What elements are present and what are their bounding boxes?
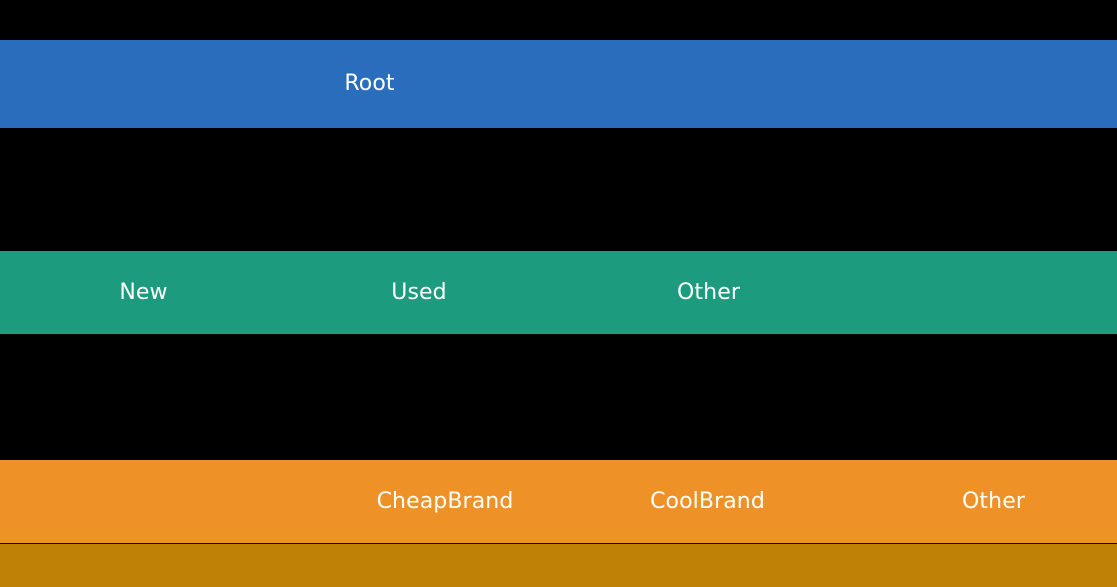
icicle-node[interactable] xyxy=(809,251,1117,334)
icicle-node[interactable] xyxy=(545,460,608,543)
icicle-node-new[interactable]: New xyxy=(44,251,243,334)
icicle-node[interactable] xyxy=(0,40,318,128)
icicle-node[interactable] xyxy=(243,251,318,334)
icicle-node[interactable] xyxy=(0,251,44,334)
icicle-node[interactable] xyxy=(0,460,345,543)
icicle-node-label: Other xyxy=(962,488,1025,514)
icicle-node[interactable] xyxy=(520,40,1117,128)
icicle-level-0: Root xyxy=(0,40,1117,128)
icicle-node-label: New xyxy=(119,279,168,305)
icicle-node-label: Other xyxy=(677,279,740,305)
icicle-level-1: New Used Other xyxy=(0,251,1117,334)
icicle-node-coolbrand[interactable]: CoolBrand xyxy=(608,460,807,543)
icicle-node-other[interactable]: Other xyxy=(870,460,1117,543)
icicle-node-used[interactable]: Used xyxy=(318,251,520,334)
icicle-level-3 xyxy=(0,544,1117,587)
icicle-node-cheapbrand[interactable]: CheapBrand xyxy=(345,460,545,543)
icicle-node[interactable] xyxy=(0,544,1117,587)
icicle-node[interactable] xyxy=(421,40,520,128)
icicle-node-label: Root xyxy=(344,71,395,96)
icicle-node[interactable] xyxy=(807,460,870,543)
icicle-node[interactable] xyxy=(520,251,608,334)
icicle-node-root[interactable]: Root xyxy=(318,40,421,128)
icicle-node-label: CheapBrand xyxy=(376,488,514,514)
icicle-node-label: Used xyxy=(391,279,447,305)
icicle-node-label: CoolBrand xyxy=(650,488,765,514)
icicle-level-2: CheapBrand CoolBrand Other xyxy=(0,460,1117,543)
icicle-node-other[interactable]: Other xyxy=(608,251,809,334)
